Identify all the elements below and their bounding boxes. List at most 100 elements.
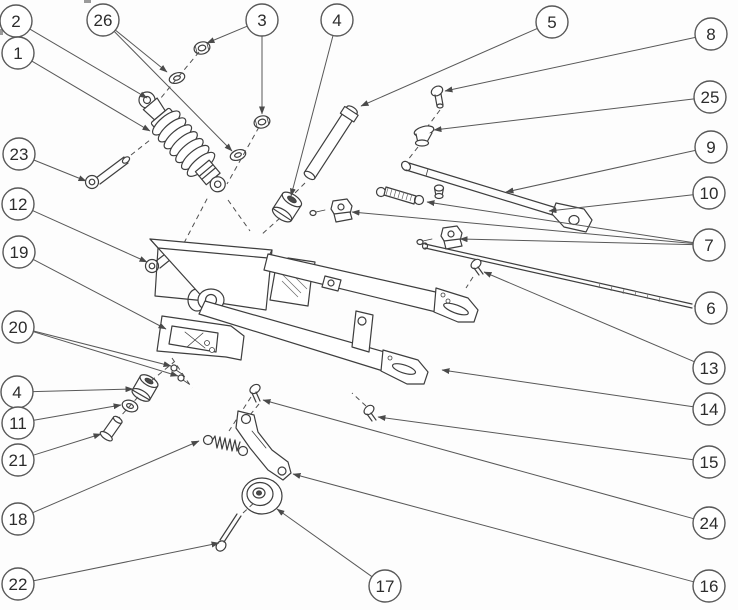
callout-number: 12: [9, 195, 28, 214]
callout-circle-14: [692, 392, 726, 426]
callout-circle-4: [320, 3, 354, 37]
brake-torque-rod-assembly: [400, 85, 593, 233]
washer: [229, 148, 247, 162]
callout-number: 6: [706, 299, 715, 318]
cable-clamp: [309, 198, 353, 223]
leader-line: [29, 28, 148, 99]
leader-line: [483, 271, 695, 363]
callout-number: 24: [700, 514, 719, 533]
scan-artifact: [84, 0, 91, 3]
leader-line: [441, 368, 694, 408]
callout-circle-23: [2, 137, 36, 171]
leader-line: [32, 210, 148, 263]
leader-line: [33, 331, 179, 377]
callout-number: 13: [700, 359, 719, 378]
callout-circle-17: [368, 569, 402, 603]
cable-clamp: [416, 225, 463, 250]
leader-line: [33, 330, 172, 368]
callout-circle-26: [86, 3, 120, 37]
callout-circle-15: [692, 445, 726, 479]
leader-line: [289, 35, 334, 197]
callout-number: 9: [706, 138, 715, 157]
swingarm: [149, 238, 479, 385]
leader-line: [262, 399, 694, 520]
callout-number: 21: [9, 451, 28, 470]
callout-circle-11: [1, 406, 35, 440]
bolt: [427, 85, 444, 127]
callout-circle-12: [1, 187, 35, 221]
callout-number: 5: [547, 13, 556, 32]
leader-line: [276, 508, 373, 578]
callout-circle-21: [1, 443, 35, 477]
callout-number: 23: [10, 145, 29, 164]
leader-line: [426, 200, 694, 244]
callout-number: 14: [700, 400, 719, 419]
pivot-tube: [303, 105, 359, 181]
leader-line: [32, 386, 134, 393]
leader-line: [33, 541, 220, 582]
callout-number: 4: [12, 383, 21, 402]
callout-circle-16: [692, 569, 726, 603]
leader-line: [351, 209, 694, 244]
callout-circle-18: [1, 502, 35, 536]
callout-number: 22: [9, 575, 28, 594]
adjuster-rod-assembly: [421, 242, 693, 309]
callout-circle-19: [2, 235, 36, 269]
callout-number: 16: [700, 577, 719, 596]
leader-line: [33, 403, 122, 421]
callout-circle-7: [692, 228, 726, 262]
leader-line: [433, 98, 695, 133]
callout-number: 2: [11, 12, 20, 31]
callout-number: 10: [700, 184, 719, 203]
tensioner-spring: [202, 434, 249, 457]
leader-line: [505, 149, 696, 194]
callout-circle-10: [692, 176, 726, 210]
callout-number: 11: [9, 414, 27, 433]
callout-number: 8: [706, 25, 715, 44]
spacer-pin: [99, 415, 123, 442]
tensioner-roller: [241, 477, 283, 515]
adjuster-bolt: [465, 258, 484, 289]
callout-circle-5: [535, 5, 569, 39]
callout-circle-20: [1, 310, 35, 344]
extension-spring: [375, 186, 425, 206]
callout-circle-22: [1, 567, 35, 601]
leader-line: [33, 159, 87, 182]
stay-bolt: [351, 392, 377, 422]
callout-circle-25: [693, 80, 727, 114]
callout-circle-9: [694, 130, 728, 164]
grommet: [406, 125, 435, 162]
callout-circle-3: [245, 3, 279, 37]
leader-line: [32, 258, 167, 330]
socket-bolt: [84, 139, 151, 190]
leader-line: [115, 29, 168, 73]
bushing: [271, 191, 303, 223]
callout-circle-6: [694, 291, 728, 325]
callout-number: 20: [9, 318, 28, 337]
callout-number: 18: [9, 510, 28, 529]
leader-line: [377, 415, 694, 461]
callout-circle-13: [692, 351, 726, 385]
guide-screws: [170, 364, 190, 385]
callout-number: 19: [10, 243, 29, 262]
callout-circle-8: [694, 17, 728, 51]
leader-line: [33, 433, 102, 456]
rod-spacer: [433, 184, 445, 200]
roller-bolt: [215, 500, 257, 552]
callout-circle-1: [1, 36, 35, 70]
shock-absorber: [138, 91, 226, 193]
leader-line: [292, 473, 694, 583]
callout-circle-24: [692, 506, 726, 540]
callout-number: 17: [376, 577, 395, 596]
callout-number: 26: [94, 11, 113, 30]
scan-artifact: [0, 29, 3, 35]
callout-number: 3: [257, 11, 266, 30]
washer: [168, 71, 186, 85]
leader-line: [206, 25, 248, 44]
leader-line: [548, 194, 694, 214]
torque-rod: [400, 160, 593, 233]
callout-number: 1: [13, 44, 22, 63]
